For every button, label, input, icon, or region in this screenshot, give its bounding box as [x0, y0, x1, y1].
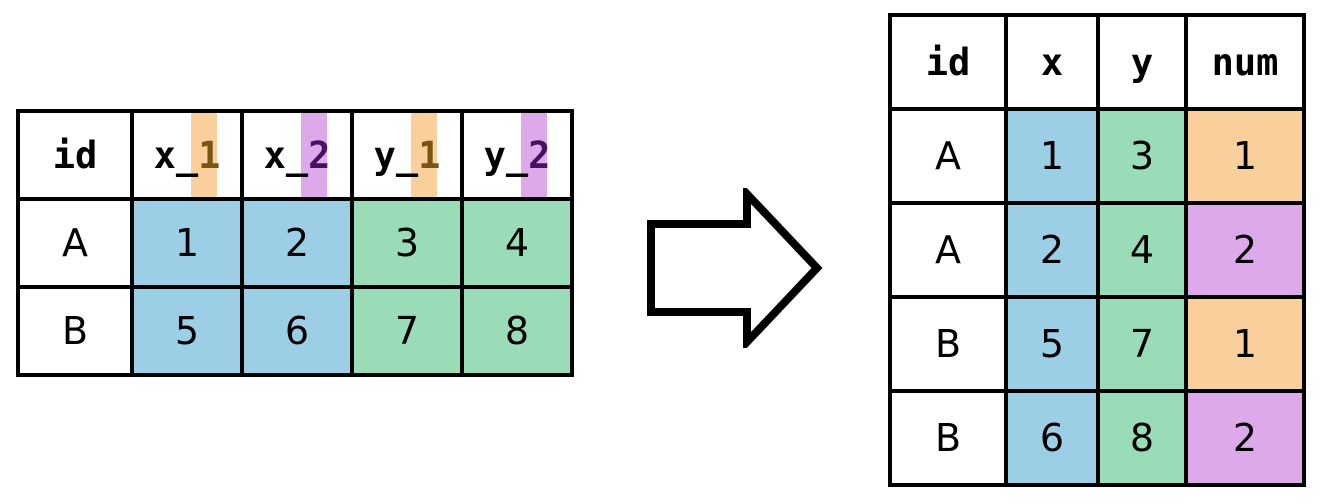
cell-id: B [888, 389, 1008, 487]
header-label-y-2: y_2 [484, 137, 551, 174]
cell-y-1: 7 [350, 285, 464, 377]
cell-y-2: 8 [460, 285, 574, 377]
wide-format-source-table: id x_1 x_2 y_1 y_2 A 1 2 3 4 [16, 109, 574, 377]
header-cell-x: x [1004, 13, 1100, 111]
header-suffix-1: 1 [198, 134, 221, 177]
cell-x: 1 [1004, 107, 1100, 205]
right-arrow-icon [647, 188, 823, 348]
cell-num: 2 [1184, 389, 1306, 487]
table-row: A 2 4 2 [888, 201, 1306, 299]
cell-x: 6 [1004, 389, 1100, 487]
highlight-bar-purple [301, 113, 327, 197]
header-cell-x-1: x_1 [130, 109, 244, 201]
arrow-shape [647, 188, 823, 348]
header-label-id: id [52, 134, 98, 177]
table-header-row: id x_1 x_2 y_1 y_2 [16, 109, 574, 201]
header-cell-y-1: y_1 [350, 109, 464, 201]
cell-x-2: 2 [240, 197, 354, 289]
cell-id: B [888, 295, 1008, 393]
header-label-x-1: x_1 [154, 137, 221, 174]
table-row: B 5 7 1 [888, 295, 1306, 393]
header-label-x-2: x_2 [264, 137, 331, 174]
header-cell-y-2: y_2 [460, 109, 574, 201]
header-cell-num: num [1184, 13, 1306, 111]
header-suffix-2: 2 [308, 134, 331, 177]
header-cell-x-2: x_2 [240, 109, 354, 201]
cell-x-1: 1 [130, 197, 244, 289]
header-cell-id: id [16, 109, 134, 201]
cell-id: A [888, 201, 1008, 299]
header-cell-y: y [1096, 13, 1188, 111]
header-base-y: y_ [483, 134, 529, 177]
cell-y: 4 [1096, 201, 1188, 299]
header-cell-id: id [888, 13, 1008, 111]
header-base-x: x_ [263, 134, 309, 177]
table-header-row: id x y num [888, 13, 1306, 111]
table-row: A 1 2 3 4 [16, 197, 574, 289]
table-row: A 1 3 1 [888, 107, 1306, 205]
cell-id: B [16, 285, 134, 377]
cell-num: 1 [1184, 295, 1306, 393]
cell-num: 1 [1184, 107, 1306, 205]
cell-y: 8 [1096, 389, 1188, 487]
cell-y: 3 [1096, 107, 1188, 205]
cell-id: A [16, 197, 134, 289]
table-row: B 6 8 2 [888, 389, 1306, 487]
cell-id: A [888, 107, 1008, 205]
header-base-x: x_ [153, 134, 199, 177]
cell-x-2: 6 [240, 285, 354, 377]
highlight-bar-orange [191, 113, 217, 197]
cell-x: 2 [1004, 201, 1100, 299]
header-suffix-2: 2 [528, 134, 551, 177]
cell-y-2: 4 [460, 197, 574, 289]
cell-num: 2 [1184, 201, 1306, 299]
highlight-bar-orange [411, 113, 437, 197]
highlight-bar-purple [521, 113, 547, 197]
cell-x: 5 [1004, 295, 1100, 393]
header-base-y: y_ [373, 134, 419, 177]
header-label-y-1: y_1 [374, 137, 441, 174]
cell-x-1: 5 [130, 285, 244, 377]
cell-y: 7 [1096, 295, 1188, 393]
table-row: B 5 6 7 8 [16, 285, 574, 377]
header-suffix-1: 1 [418, 134, 441, 177]
cell-y-1: 3 [350, 197, 464, 289]
long-format-result-table: id x y num A 1 3 1 A 2 4 2 B 5 7 1 B 6 8… [888, 13, 1306, 487]
